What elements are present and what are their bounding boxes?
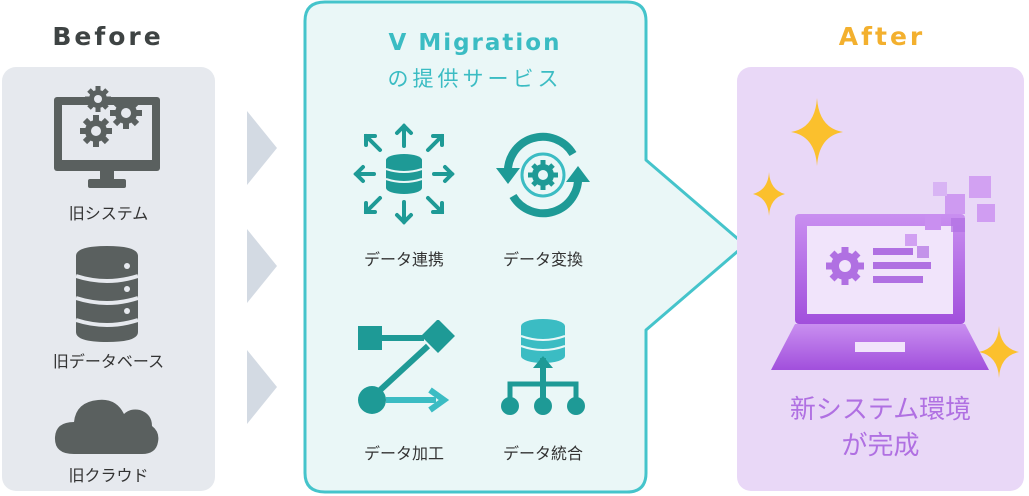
service-item-label: データ連携	[363, 250, 444, 269]
before-item-label: 旧クラウド	[68, 466, 149, 485]
flow-process-icon	[358, 320, 455, 414]
cloud-icon	[54, 399, 159, 454]
before-item-label: 旧システム	[68, 204, 149, 223]
database-arrows-icon	[353, 123, 455, 225]
after-title: After	[838, 22, 926, 51]
chevron-right-icon	[247, 350, 277, 424]
laptop-sparkle-icon	[753, 98, 1019, 378]
before-item-label: 旧データベース	[52, 352, 165, 371]
database-merge-icon	[501, 319, 585, 415]
chevron-right-icon	[247, 111, 277, 185]
service-item-label: データ統合	[502, 444, 583, 463]
before-title: Before	[52, 22, 164, 51]
after-line-1: 新システム環境	[789, 395, 972, 425]
service-item-label: データ変換	[502, 250, 583, 269]
after-line-2: が完成	[841, 431, 920, 461]
service-title: V Migration	[388, 30, 562, 56]
gear-cycle-icon	[496, 132, 590, 218]
chevron-right-icon	[247, 229, 277, 303]
service-item-label: データ加工	[363, 444, 444, 463]
database-icon	[75, 246, 139, 342]
service-subtitle: の提供サービス	[387, 67, 563, 91]
monitor-gears-icon	[54, 86, 160, 188]
